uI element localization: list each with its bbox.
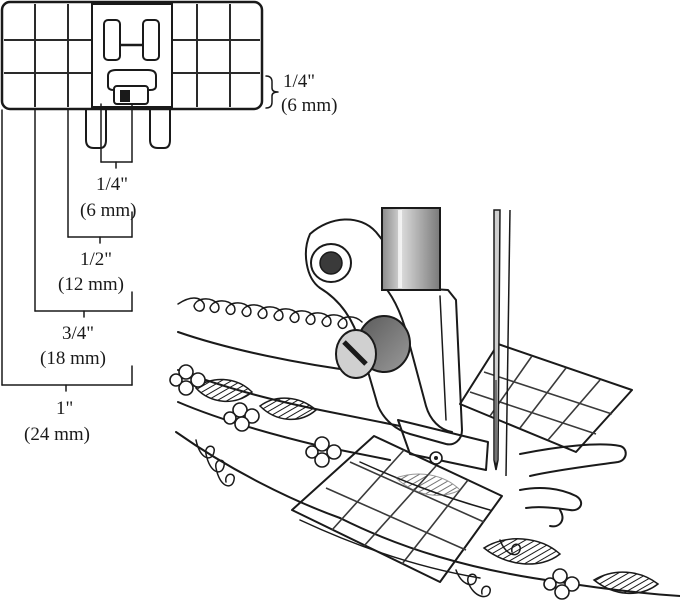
center-quarter-mm-label: (6 mm): [80, 200, 136, 221]
plan-view-foot: [0, 0, 264, 149]
guide-knob: [335, 315, 411, 379]
one-inch-label: 1": [56, 398, 73, 419]
dimension-lines: [1, 103, 133, 392]
needle: [493, 209, 511, 477]
three-quarter-inch-label: 3/4": [62, 323, 94, 344]
presser-foot-perspective: [291, 207, 633, 583]
measurement-labels: 1/4" (6 mm) 1/4" (6 mm) 1/2" (12 mm) 3/4…: [24, 71, 337, 445]
presser-bar: [381, 207, 441, 291]
center-quarter-inch-label: 1/4": [96, 174, 128, 195]
one-inch-mm-label: (24 mm): [24, 424, 90, 445]
half-inch-label: 1/2": [80, 249, 112, 270]
half-mm-label: (12 mm): [58, 274, 124, 295]
side-quarter-mm-label: (6 mm): [281, 95, 337, 116]
side-quarter-bracket: [265, 75, 279, 109]
three-quarter-mm-label: (18 mm): [40, 348, 106, 369]
decorative-stitch-ribbon: [169, 297, 680, 600]
side-quarter-inch-label: 1/4": [283, 71, 315, 92]
